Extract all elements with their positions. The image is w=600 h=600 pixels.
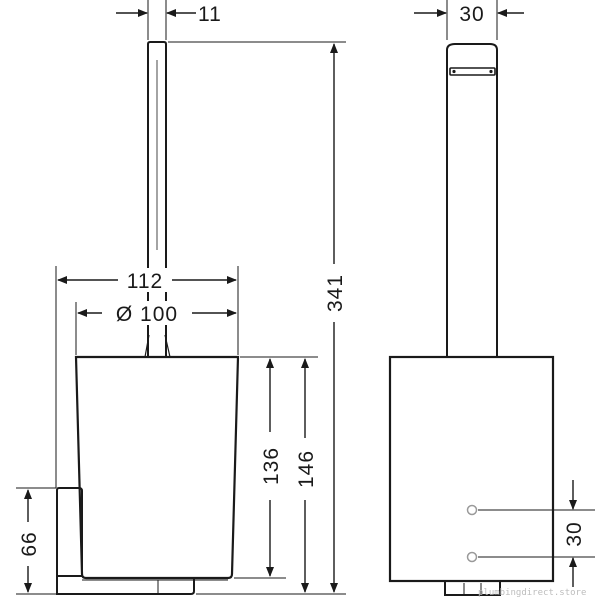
dim-label-dia-100: Ø 100: [116, 303, 178, 326]
front-view: [56, 41, 240, 595]
dim-label-146: 146: [295, 450, 318, 488]
cup-outline: [74, 355, 240, 580]
dim-cup-diameter: Ø 100: [75, 301, 237, 355]
dim-wall-mount-height: 66: [16, 487, 56, 595]
dim-label-30-side: 30: [563, 521, 586, 546]
watermark: plumbingdirect.store: [478, 588, 586, 598]
side-view: [388, 43, 555, 596]
side-handle: [446, 43, 498, 357]
side-handle-slot: [449, 67, 496, 76]
holder-base: [56, 576, 228, 595]
wall-mount-plate: [56, 487, 83, 577]
dim-screw-spacing: 30: [478, 480, 595, 587]
screw-lower: [466, 551, 478, 563]
dim-label-136: 136: [260, 447, 283, 485]
brush-handle: [147, 41, 167, 357]
dim-label-30-top: 30: [459, 3, 484, 26]
dim-side-handle-width: 30: [414, 0, 524, 40]
dim-label-112: 112: [127, 270, 163, 293]
brush-neck: [144, 334, 171, 358]
dim-overall-height: 341: [168, 41, 347, 595]
dim-cup-heights: 136 146: [234, 356, 318, 593]
dim-label-341: 341: [324, 274, 347, 312]
side-base: [444, 581, 501, 596]
dim-label-11: 11: [198, 3, 222, 26]
side-cup-outline: [388, 355, 555, 583]
dim-label-66: 66: [18, 531, 41, 556]
dim-holder-width: 112: [55, 266, 239, 488]
dim-handle-width: 11: [116, 0, 222, 40]
screw-upper: [466, 504, 478, 516]
